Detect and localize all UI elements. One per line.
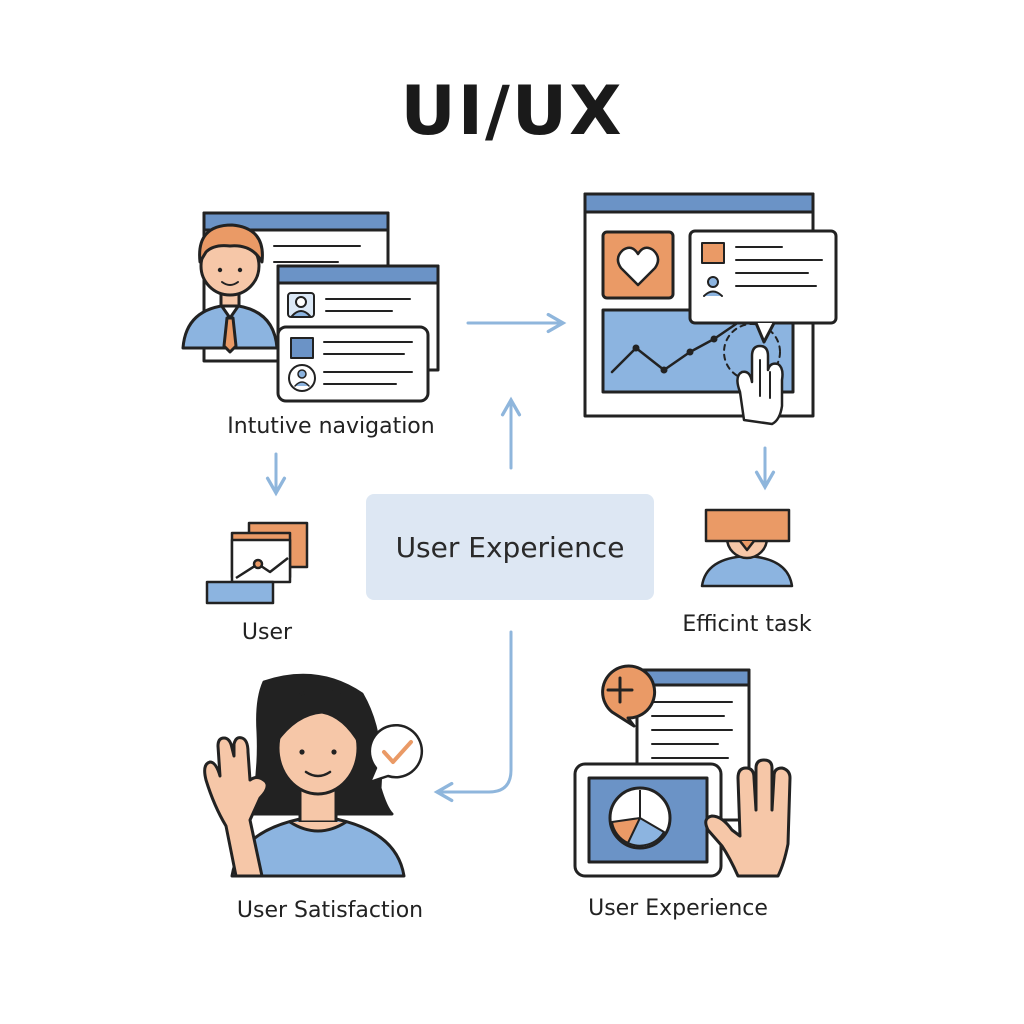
- flow-arrows: [265, 312, 776, 803]
- waving-woman-icon: [203, 673, 406, 878]
- tap-hand-icon: [736, 344, 784, 426]
- heart-icon: [601, 230, 675, 300]
- tablet-pie-chart-icon: [573, 762, 723, 878]
- label-user: User: [241, 620, 293, 645]
- photo-stack-icon: [205, 521, 309, 605]
- checkmark-bubble-icon: [368, 723, 424, 784]
- diagram-title: UI/UX: [400, 72, 624, 151]
- center-node: User Experience: [366, 494, 654, 600]
- dashboard-illustration: [583, 192, 838, 426]
- arrow-center-to-satisfaction: [433, 630, 513, 803]
- plus-bubble-icon: [601, 664, 657, 728]
- navigation-illustration: [181, 211, 440, 403]
- person-avatar-icon: [181, 223, 279, 354]
- hand-icon: [704, 758, 792, 878]
- user-profile-icon: [288, 337, 413, 392]
- user-card-icon: [287, 292, 411, 318]
- profile-card-icon: [688, 229, 838, 344]
- label-efficient-task: Efficint task: [682, 612, 812, 637]
- user-with-banner-icon: [700, 508, 794, 588]
- label-intuitive-navigation: Intutive navigation: [227, 414, 435, 439]
- center-node-label: User Experience: [395, 530, 625, 564]
- label-user-satisfaction: User Satisfaction: [236, 898, 424, 923]
- label-user-experience: User Experience: [588, 896, 768, 921]
